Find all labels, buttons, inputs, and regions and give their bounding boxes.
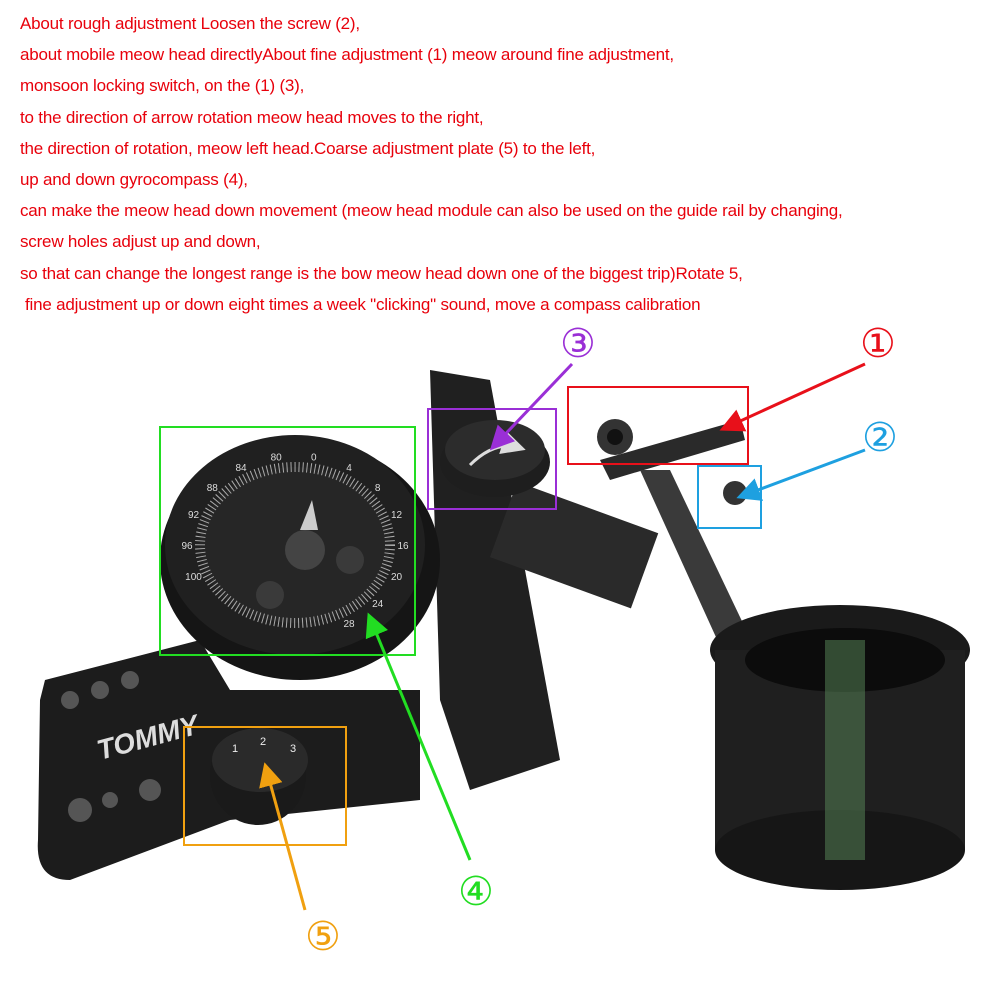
callout-box-1 xyxy=(567,386,749,465)
lock-knob xyxy=(440,420,550,497)
dial-number: 92 xyxy=(188,510,200,521)
dial-number: 0 xyxy=(311,452,317,463)
description-line: about mobile meow head directlyAbout fin… xyxy=(20,45,674,65)
description-line: so that can change the longest range is … xyxy=(20,263,743,283)
dial-number: 20 xyxy=(391,572,403,583)
dial-number: 8 xyxy=(375,483,381,494)
description-line: screw holes adjust up and down, xyxy=(20,232,261,252)
knob-number: 1 xyxy=(232,743,238,755)
callout-box-4 xyxy=(159,426,416,656)
description-line: monsoon locking switch, on the (1) (3), xyxy=(20,76,305,96)
dial-number: 100 xyxy=(185,572,202,583)
dial-number: 88 xyxy=(207,483,219,494)
dial-number: 12 xyxy=(391,510,403,521)
callout-box-5 xyxy=(183,726,347,846)
callout-label-4: ④ xyxy=(458,870,494,914)
dial-number: 96 xyxy=(181,541,193,552)
dial-number: 28 xyxy=(343,619,355,630)
description-line: fine adjustment up or down eight times a… xyxy=(25,294,701,314)
callout-arrow-2 xyxy=(736,448,866,501)
description-line: About rough adjustment Loosen the screw … xyxy=(20,14,360,33)
coarse-adjustment-knob: 1 2 3 xyxy=(210,725,308,825)
description-line: up and down gyrocompass (4), xyxy=(20,169,248,189)
knob-number: 3 xyxy=(290,743,296,755)
dial-number: 80 xyxy=(271,452,283,463)
callout-arrow-1 xyxy=(719,362,866,432)
callout-label-2: ② xyxy=(862,416,898,460)
callout-arrow-3 xyxy=(489,362,574,451)
description-line: the direction of rotation, meow left hea… xyxy=(20,138,596,158)
knob-number: 2 xyxy=(260,736,266,748)
callout-label-5: ⑤ xyxy=(305,915,341,959)
callout-arrow-5 xyxy=(259,762,307,911)
dial-number: 4 xyxy=(346,463,352,474)
dial-number: 24 xyxy=(372,599,384,610)
scope-housing xyxy=(710,605,970,890)
dial-number: 16 xyxy=(397,541,409,552)
description-text: About rough adjustment Loosen the screw … xyxy=(20,8,843,320)
description-line: to the direction of arrow rotation meow … xyxy=(20,107,484,127)
dial-number: 84 xyxy=(235,463,247,474)
callout-arrow-4 xyxy=(365,612,472,861)
description-line: can make the meow head down movement (me… xyxy=(20,201,843,221)
callout-box-3 xyxy=(427,408,557,510)
callout-label-3: ③ xyxy=(560,322,596,366)
compass-dial: 100 96 92 88 84 80 0 4 8 12 16 20 24 28 xyxy=(160,435,440,680)
callout-label-1: ① xyxy=(860,322,896,366)
